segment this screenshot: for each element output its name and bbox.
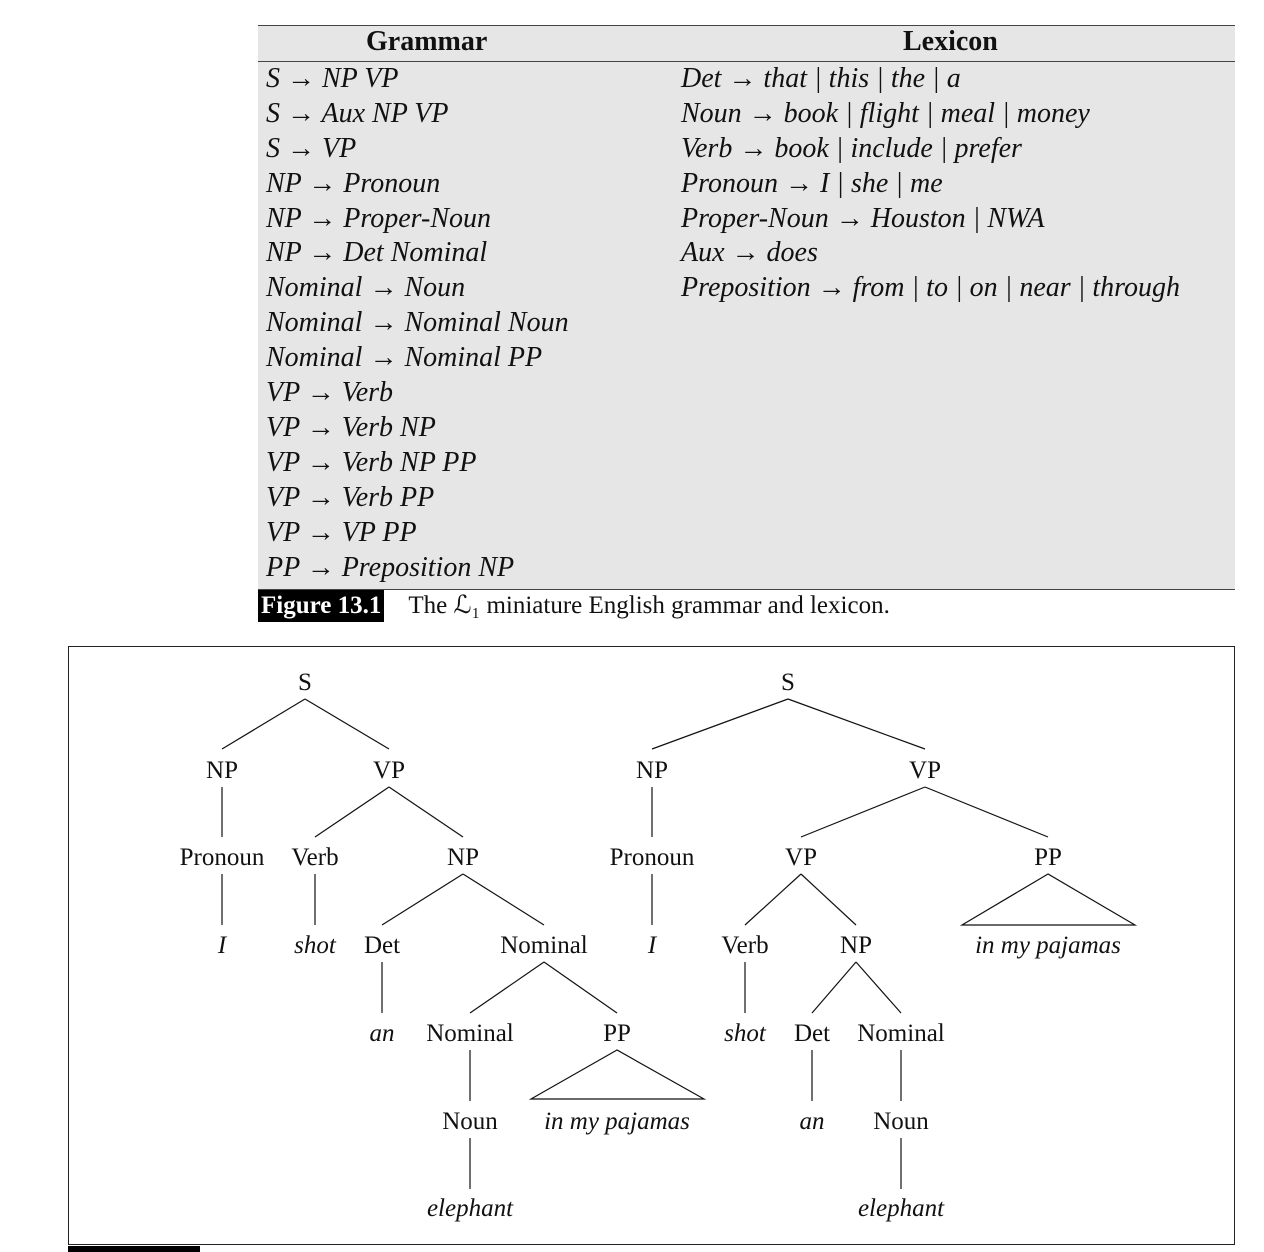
tree1-node-NP: NP — [206, 757, 238, 784]
lexicon-rule: Det → that | this | the | a — [681, 63, 961, 94]
tree1-word-elephant: elephant — [427, 1195, 514, 1222]
header-divider — [258, 61, 1235, 62]
tree1-node-Verb: Verb — [291, 844, 338, 871]
caption-text: The ℒ₁ miniature English grammar and lex… — [408, 592, 890, 619]
tree2-word-an: an — [800, 1108, 825, 1135]
tree1-node-S: S — [298, 669, 312, 696]
tree2-node-NP: NP — [840, 932, 872, 959]
tree1-word-an: an — [370, 1020, 395, 1047]
grammar-rule: Nominal → Nominal PP — [266, 342, 543, 373]
tree2-phrase-in-my-pajamas: in my pajamas — [975, 932, 1121, 959]
grammar-rule: Nominal → Noun — [266, 272, 466, 303]
tree1-node-NP: NP — [447, 844, 479, 871]
lexicon-rule: Preposition → from | to | on | near | th… — [681, 272, 1181, 303]
lexicon-rule: Proper-Noun → Houston | NWA — [681, 203, 1045, 234]
tree2-node-Pronoun: Pronoun — [610, 844, 695, 871]
tree2-node-PP: PP — [1034, 844, 1062, 871]
grammar-rule: S → NP VP — [266, 63, 399, 94]
lexicon-rule: Noun → book | flight | meal | money — [681, 98, 1090, 129]
tree1-node-Det: Det — [364, 932, 400, 959]
tree2-word-shot: shot — [724, 1020, 767, 1047]
grammar-rule: NP → Det Nominal — [266, 237, 488, 268]
tree1-phrase-in-my-pajamas: in my pajamas — [544, 1108, 690, 1135]
figure-label: Figure 13.1 — [258, 590, 385, 622]
tree2-node-NP: NP — [636, 757, 668, 784]
grammar-rule: NP → Proper-Noun — [266, 203, 491, 234]
tree1-node-Noun: Noun — [442, 1108, 498, 1135]
lexicon-header: Lexicon — [903, 26, 998, 57]
tree2-node-Noun: Noun — [873, 1108, 929, 1135]
parse-tree-figure: S NP VP Pronoun Verb NP I shot Det Nomin… — [68, 646, 1235, 1245]
tree1-node-Pronoun: Pronoun — [180, 844, 265, 871]
lexicon-rule: Verb → book | include | prefer — [681, 133, 1022, 164]
tree1-node-PP: PP — [603, 1020, 631, 1047]
grammar-rule: VP → Verb NP PP — [266, 447, 477, 478]
grammar-rule: VP → Verb NP — [266, 412, 436, 443]
tree2-node-VP: VP — [909, 757, 941, 784]
lexicon-rule: Aux → does — [681, 237, 818, 268]
tree1-word-shot: shot — [294, 932, 337, 959]
grammar-rule: Nominal → Nominal Noun — [266, 307, 569, 338]
grammar-rule: VP → Verb — [266, 377, 394, 408]
tree2-node-Nominal: Nominal — [857, 1020, 945, 1047]
tree2-word-elephant: elephant — [858, 1195, 945, 1222]
grammar-rule: S → VP — [266, 133, 357, 164]
lexicon-rule: Pronoun → I | she | me — [681, 168, 943, 199]
tree2-node-Verb: Verb — [721, 932, 768, 959]
grammar-rule: VP → VP PP — [266, 517, 417, 548]
parse-trees: S NP VP Pronoun Verb NP I shot Det Nomin… — [180, 669, 1138, 1222]
grammar-rule: PP → Preposition NP — [266, 552, 515, 583]
tree1-word-I: I — [217, 932, 228, 959]
tree2-node-VP: VP — [785, 844, 817, 871]
grammar-lexicon-table: Grammar Lexicon S → NP VP S → Aux NP VP … — [258, 25, 1235, 590]
tree1-node-Nominal: Nominal — [500, 932, 588, 959]
grammar-rule: VP → Verb PP — [266, 482, 435, 513]
grammar-header: Grammar — [366, 26, 488, 57]
tree2-word-I: I — [647, 932, 658, 959]
grammar-rule: NP → Pronoun — [266, 168, 441, 199]
tree1-node-VP: VP — [373, 757, 405, 784]
tree2-node-Det: Det — [794, 1020, 830, 1047]
clipped-figure-label — [68, 1246, 200, 1252]
figure-caption: Figure 13.1 The ℒ₁ miniature English gram… — [258, 590, 890, 622]
tree1-node-Nominal: Nominal — [426, 1020, 514, 1047]
tree2-node-S: S — [781, 669, 795, 696]
grammar-rule: S → Aux NP VP — [266, 98, 449, 129]
